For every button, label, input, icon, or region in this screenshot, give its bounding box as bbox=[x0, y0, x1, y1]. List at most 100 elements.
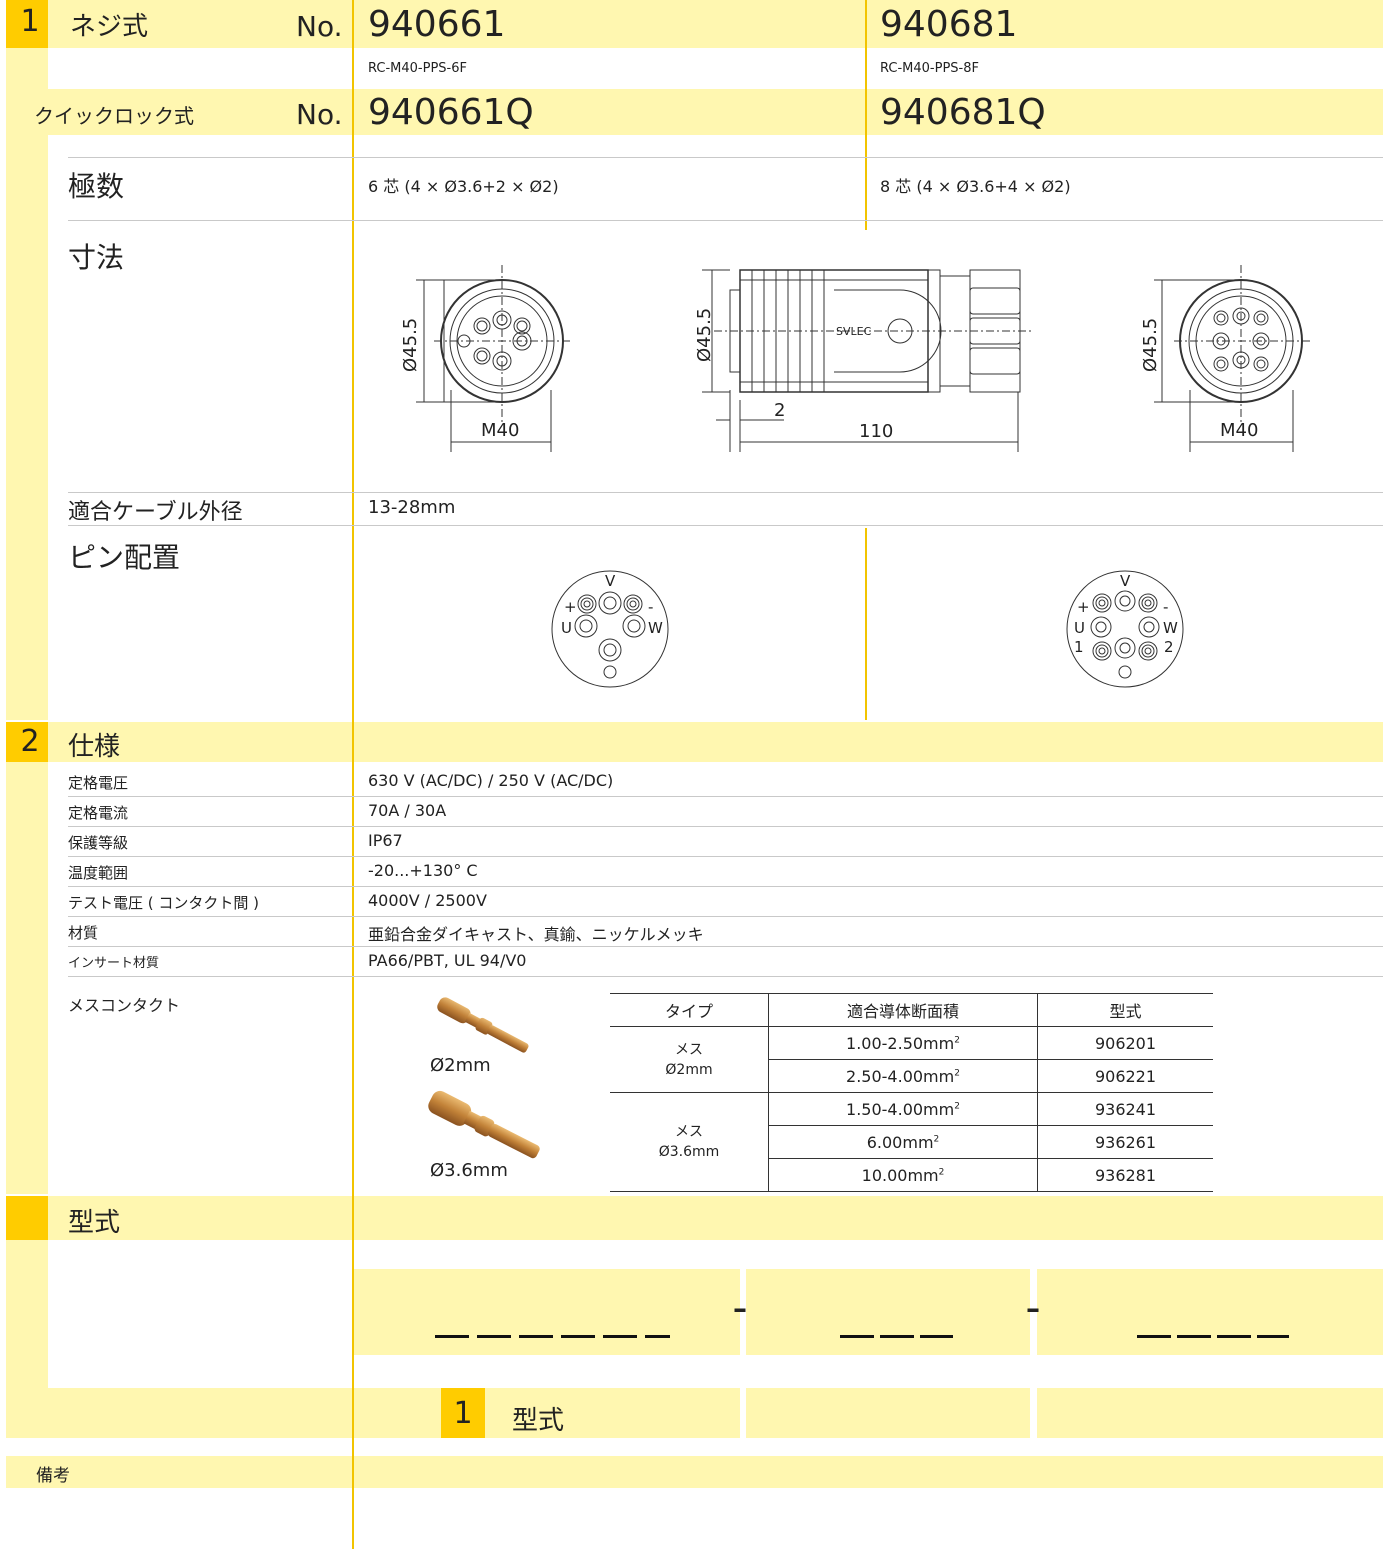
model-code-sub-number: 1 bbox=[453, 1396, 473, 1431]
quick-model-no-1: 940661Q bbox=[368, 92, 534, 133]
rule-spec-5 bbox=[68, 946, 1383, 947]
table-row: 2.50-4.00mm2 906221 bbox=[610, 1059, 1213, 1093]
pin-layout-8: V + - U W 1 2 bbox=[1066, 570, 1184, 688]
screw-type-label: ネジ式 bbox=[70, 12, 149, 42]
contact-type-cell: メス Ø2mm bbox=[610, 1026, 769, 1093]
table-row: 10.00mm2 936281 bbox=[610, 1158, 1213, 1192]
poles-value-1: 6 芯 (4 × Ø3.6+2 × Ø2) bbox=[368, 177, 559, 196]
cable-value: 13-28mm bbox=[368, 497, 456, 518]
no-label-screw: No. bbox=[296, 10, 343, 43]
contact-table: タイプ 適合導体断面積 型式 メス Ø2mm 1.00-2.50mm2 9062… bbox=[610, 993, 1213, 1192]
contact-type-size: Ø2mm bbox=[665, 1061, 713, 1078]
model-code-separator-1: – bbox=[733, 1292, 747, 1325]
contact-pin-image-2mm bbox=[437, 997, 529, 1053]
model-code-slots-2 bbox=[840, 1335, 953, 1338]
contact-area-cell: 1.00-2.50mm2 bbox=[768, 1026, 1038, 1060]
rule-spec-3 bbox=[68, 886, 1383, 887]
rule-dim-bottom bbox=[68, 492, 1383, 493]
brand-mark: SVLEC bbox=[836, 325, 872, 338]
sub-band-right bbox=[1037, 1388, 1383, 1438]
contact-area-cell: 1.50-4.00mm2 bbox=[768, 1092, 1038, 1126]
rule-spec-6 bbox=[68, 976, 1383, 977]
poles-value-2: 8 芯 (4 × Ø3.6+4 × Ø2) bbox=[880, 177, 1071, 196]
contact-image-caption-2mm: Ø2mm bbox=[430, 1055, 491, 1076]
table-row: メス Ø3.6mm 1.50-4.00mm2 936241 bbox=[610, 1092, 1213, 1192]
remarks-band bbox=[6, 1456, 1383, 1488]
pin6-plus: + bbox=[564, 598, 577, 616]
dimensions-label: 寸法 bbox=[68, 241, 125, 274]
spec-label-5: 材質 bbox=[68, 924, 99, 942]
pin6-w: W bbox=[648, 619, 663, 637]
contact-type-size: Ø3.6mm bbox=[658, 1144, 720, 1160]
contact-area-cell: 10.00mm2 bbox=[768, 1158, 1038, 1192]
rule-cable-bottom bbox=[68, 525, 1383, 526]
spec-value-4: 4000V / 2500V bbox=[368, 891, 487, 910]
model-no-2: 940681 bbox=[880, 4, 1018, 45]
dim-dia-left: Ø45.5 bbox=[400, 318, 421, 372]
pin8-v: V bbox=[1120, 572, 1131, 590]
pin8-minus: - bbox=[1163, 598, 1168, 616]
quick-lock-label: クイックロック式 bbox=[34, 104, 194, 128]
pin8-plus: + bbox=[1077, 598, 1090, 616]
section-marker-2 bbox=[6, 722, 48, 762]
pin-layout-label: ピン配置 bbox=[68, 541, 181, 574]
section-number-1: 1 bbox=[20, 4, 40, 39]
model-code-sub-title: 型式 bbox=[512, 1406, 565, 1436]
dim-gap: 2 bbox=[774, 400, 785, 421]
rule-poles-bottom bbox=[68, 220, 1383, 221]
contact-model-cell: 906201 bbox=[1037, 1026, 1213, 1060]
sub-band-left bbox=[6, 1388, 740, 1438]
contact-table-header-model: 型式 bbox=[1037, 993, 1213, 1027]
column-divider-main bbox=[352, 0, 354, 1549]
pin6-minus: - bbox=[648, 598, 653, 616]
spec-value-6: PA66/PBT, UL 94/V0 bbox=[368, 951, 527, 970]
contact-model-cell: 936241 bbox=[1037, 1092, 1213, 1126]
front-view-6pin bbox=[416, 265, 570, 452]
model-no-1: 940661 bbox=[368, 4, 506, 45]
front-view-8pin bbox=[1154, 265, 1310, 452]
section-number-2: 2 bbox=[20, 724, 40, 759]
contact-pin-image-36mm bbox=[428, 1090, 540, 1159]
spec-label-0: 定格電圧 bbox=[68, 774, 129, 792]
spec-value-5: 亜鉛合金ダイキャスト、真鍮、ニッケルメッキ bbox=[368, 925, 704, 944]
model-code-box-3 bbox=[1037, 1269, 1383, 1355]
pin8-one: 1 bbox=[1074, 638, 1084, 656]
pin6-u: U bbox=[561, 619, 572, 637]
contact-model-cell: 906221 bbox=[1037, 1059, 1213, 1093]
model-code-1: RC-M40-PPS-6F bbox=[368, 61, 467, 76]
model-code-slots-1 bbox=[435, 1335, 670, 1338]
quick-band bbox=[6, 89, 1383, 135]
dim-thread-left: M40 bbox=[481, 420, 519, 441]
contact-type-name: メス bbox=[675, 1124, 703, 1140]
rule-spec-2 bbox=[68, 856, 1383, 857]
pin8-u: U bbox=[1074, 619, 1085, 637]
column-divider-models bbox=[865, 0, 867, 230]
rule-spec-0 bbox=[68, 796, 1383, 797]
contact-area-cell: 6.00mm2 bbox=[768, 1125, 1038, 1159]
model-code-slots-3 bbox=[1137, 1335, 1289, 1338]
table-row: メス Ø2mm 1.00-2.50mm2 906201 bbox=[610, 1026, 1213, 1093]
dim-length: 110 bbox=[859, 421, 893, 442]
section-band-2 bbox=[48, 722, 1383, 762]
rule-spec-4 bbox=[68, 916, 1383, 917]
poles-label: 極数 bbox=[68, 170, 125, 203]
spec-value-3: -20...+130° C bbox=[368, 861, 478, 880]
contact-image-caption-36mm: Ø3.6mm bbox=[430, 1160, 508, 1181]
sub-number-marker bbox=[441, 1388, 485, 1438]
spec-label-3: 温度範囲 bbox=[68, 864, 129, 882]
contact-type-name: メス bbox=[675, 1041, 703, 1058]
spec-value-2: IP67 bbox=[368, 831, 403, 850]
left-bar-3 bbox=[6, 1240, 48, 1388]
section-band-1 bbox=[48, 0, 1383, 48]
model-code-title: 型式 bbox=[68, 1208, 121, 1238]
spec-label-4: テスト電圧 ( コンタクト間 ) bbox=[68, 894, 260, 912]
contact-table-header-type: タイプ bbox=[610, 993, 769, 1027]
spec-value-0: 630 V (AC/DC) / 250 V (AC/DC) bbox=[368, 771, 614, 790]
contact-model-cell: 936261 bbox=[1037, 1125, 1213, 1159]
contact-area-cell: 2.50-4.00mm2 bbox=[768, 1059, 1038, 1093]
model-code-box-2 bbox=[746, 1269, 1030, 1355]
contact-label: メスコンタクト bbox=[68, 996, 181, 1015]
sub-band-mid bbox=[746, 1388, 1030, 1438]
spec-label-1: 定格電流 bbox=[68, 804, 129, 822]
pin8-two: 2 bbox=[1164, 638, 1174, 656]
